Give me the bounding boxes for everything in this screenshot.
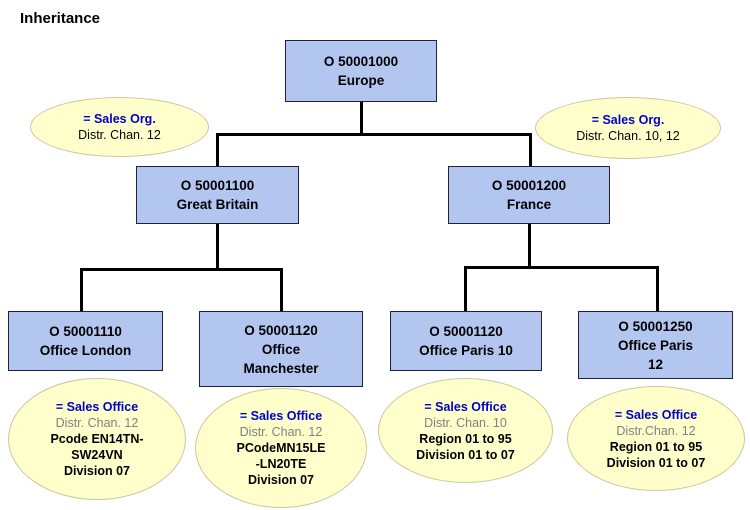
callout-line: Distr. Chan. 12 — [78, 128, 161, 142]
node-name: Office Manchester — [243, 341, 319, 376]
callout-line: = Sales Office — [424, 399, 507, 414]
callout-line: PCodeMN15LE — [236, 441, 326, 455]
node-code: O 50001120 — [244, 322, 318, 338]
node-name: Office London — [39, 343, 132, 358]
callout-office-paris-12-details: = Sales Office Distr.Chan. 12 Region 01 … — [567, 386, 745, 491]
node-code: O 50001110 — [49, 324, 122, 339]
node-name: France — [506, 197, 552, 212]
connector-to-france — [529, 133, 532, 166]
callout-line: = Sales Office — [55, 400, 139, 414]
callout-line: = Sales Org. — [83, 112, 156, 126]
node-name: Europe — [337, 73, 385, 88]
callout-line: SW24VN — [71, 448, 123, 462]
callout-line: = Sales Org. — [591, 113, 665, 127]
callout-line: Pcode EN14TN- — [50, 432, 144, 446]
node-name: Great Britain — [176, 197, 259, 212]
callout-line: Division 01 to 07 — [606, 455, 706, 470]
callout-line: Division 07 — [248, 473, 314, 487]
connector-level2-bus — [216, 133, 532, 136]
callout-line: Region 01 to 95 — [419, 431, 512, 446]
node-office-paris-12[interactable]: O 50001250 Office Paris 12 — [578, 311, 733, 379]
callout-office-london-details: = Sales Office Distr. Chan. 12 Pcode EN1… — [8, 378, 186, 500]
node-great-britain[interactable]: O 50001100 Great Britain — [136, 166, 299, 224]
connector-fr-children-bus — [464, 266, 659, 269]
callout-great-britain-sales-org: = Sales Org. Distr. Chan. 12 — [30, 97, 209, 157]
connector-to-office-paris-10 — [464, 266, 467, 311]
callout-office-paris-10-details: = Sales Office Distr. Chan. 10 Region 01… — [378, 378, 553, 483]
connector-to-office-london — [80, 268, 83, 311]
node-office-london[interactable]: O 50001110 Office London — [8, 311, 163, 371]
connector-france-stem — [528, 223, 531, 269]
node-name: Office Paris 10 — [419, 343, 513, 358]
connector-europe-stem — [360, 101, 363, 136]
callout-line: = Sales Office — [614, 407, 698, 422]
callout-line: Distr.Chan. 12 — [616, 423, 696, 438]
node-code: O 50001000 — [323, 54, 399, 69]
node-code: O 50001200 — [491, 178, 567, 193]
callout-france-sales-org: = Sales Org. Distr. Chan. 10, 12 — [535, 97, 721, 159]
callout-line: Division 07 — [64, 464, 130, 478]
callout-line: Region 01 to 95 — [609, 439, 703, 454]
callout-line: Distr. Chan. 12 — [55, 416, 139, 430]
node-name: Office Paris 12 — [617, 337, 694, 372]
connector-to-office-paris-12 — [656, 266, 659, 311]
node-europe[interactable]: O 50001000 Europe — [285, 40, 437, 102]
callout-line: = Sales Office — [239, 409, 323, 423]
node-code: O 50001100 — [180, 178, 255, 193]
callout-office-manchester-details: = Sales Office Distr. Chan. 12 PCodeMN15… — [195, 388, 367, 508]
node-france[interactable]: O 50001200 France — [448, 166, 610, 224]
connector-to-great-britain — [216, 133, 219, 166]
connector-to-office-manchester — [280, 268, 283, 311]
connector-gb-children-bus — [80, 268, 283, 271]
node-code: O 50001120 — [429, 324, 503, 339]
callout-line: Distr. Chan. 12 — [239, 425, 323, 439]
node-code: O 50001250 — [618, 318, 693, 334]
connector-great-britain-stem — [216, 223, 219, 270]
node-office-paris-10[interactable]: O 50001120 Office Paris 10 — [390, 311, 542, 371]
node-office-manchester[interactable]: O 50001120 Office Manchester — [199, 311, 363, 387]
page-title: Inheritance — [20, 10, 101, 27]
callout-line: Distr. Chan. 10 — [424, 415, 507, 430]
callout-line: Division 01 to 07 — [416, 447, 515, 462]
callout-line: Distr. Chan. 10, 12 — [576, 129, 680, 143]
callout-line: -LN20TE — [255, 457, 307, 471]
